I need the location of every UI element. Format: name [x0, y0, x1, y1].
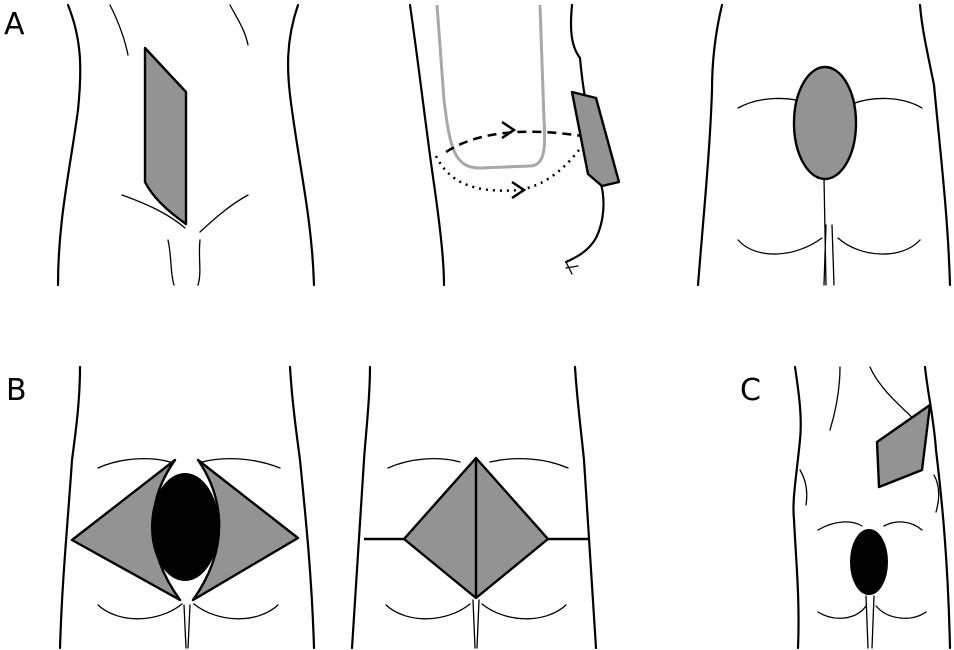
b1-left-contour: [60, 367, 80, 648]
b2-natal-cleft: [473, 600, 479, 648]
chest-line-left: [110, 5, 128, 55]
c-right-iliac: [884, 522, 922, 530]
oval-flap-a3: [794, 67, 856, 179]
b2-left-gluteal-fold: [386, 604, 470, 619]
posterior-left-contour: [698, 5, 722, 285]
groin-line-right: [200, 195, 248, 232]
left-gluteal-fold: [738, 238, 822, 254]
c-right-flank-detail: [934, 475, 939, 512]
b2-right-contour: [575, 367, 596, 648]
lateral-gluteal-crease: [566, 262, 578, 274]
b2-right-gluteal-fold: [482, 604, 566, 619]
b1-left-gluteal-fold: [98, 604, 182, 619]
panel-b2-posterior-torso: [352, 367, 596, 648]
c-right-gluteal-fold: [876, 606, 926, 618]
defect-ellipse-b1: [152, 474, 218, 580]
c-left-flank-detail: [800, 470, 807, 505]
chest-line-right: [230, 5, 248, 45]
thigh-line-right: [198, 240, 200, 285]
c-left-iliac: [818, 522, 862, 530]
b2-right-iliac: [490, 459, 568, 468]
dashed-arrowhead: [502, 122, 514, 138]
torso-left-contour: [58, 5, 80, 285]
vertical-flap-a1: [145, 48, 186, 224]
panel-a1-front-torso: [58, 5, 314, 285]
thigh-line-left: [168, 240, 174, 285]
arm-outline-gray: [437, 5, 545, 168]
c-left-contour: [793, 367, 800, 648]
panel-c-posterior-torso: [793, 367, 950, 648]
posterior-right-contour: [920, 5, 950, 285]
c-natal-cleft: [866, 596, 874, 648]
dashed-rotation-arc: [446, 132, 582, 152]
c-left-gluteal-fold: [818, 606, 866, 618]
b2-left-iliac: [388, 459, 460, 468]
panel-b1-posterior-torso: [60, 367, 314, 648]
panel-a2-lateral-torso: [410, 5, 619, 285]
lateral-buttock-contour: [566, 180, 603, 262]
b1-natal-cleft: [184, 605, 190, 648]
quadrilateral-flap-c: [877, 405, 930, 487]
b2-left-contour: [352, 367, 370, 648]
panel-a3-posterior-torso: [698, 5, 950, 285]
natal-cleft-lines: [824, 178, 834, 285]
b1-right-iliac: [202, 459, 280, 468]
right-iliac-line: [852, 98, 922, 108]
defect-ellipse-c: [851, 530, 887, 594]
b1-right-gluteal-fold: [194, 604, 278, 619]
b1-right-contour: [290, 367, 314, 648]
b1-left-iliac: [98, 459, 170, 468]
lateral-flap-a2: [572, 92, 619, 186]
c-spine-line: [830, 367, 840, 430]
torso-right-contour: [288, 5, 314, 285]
right-gluteal-fold: [838, 238, 920, 254]
